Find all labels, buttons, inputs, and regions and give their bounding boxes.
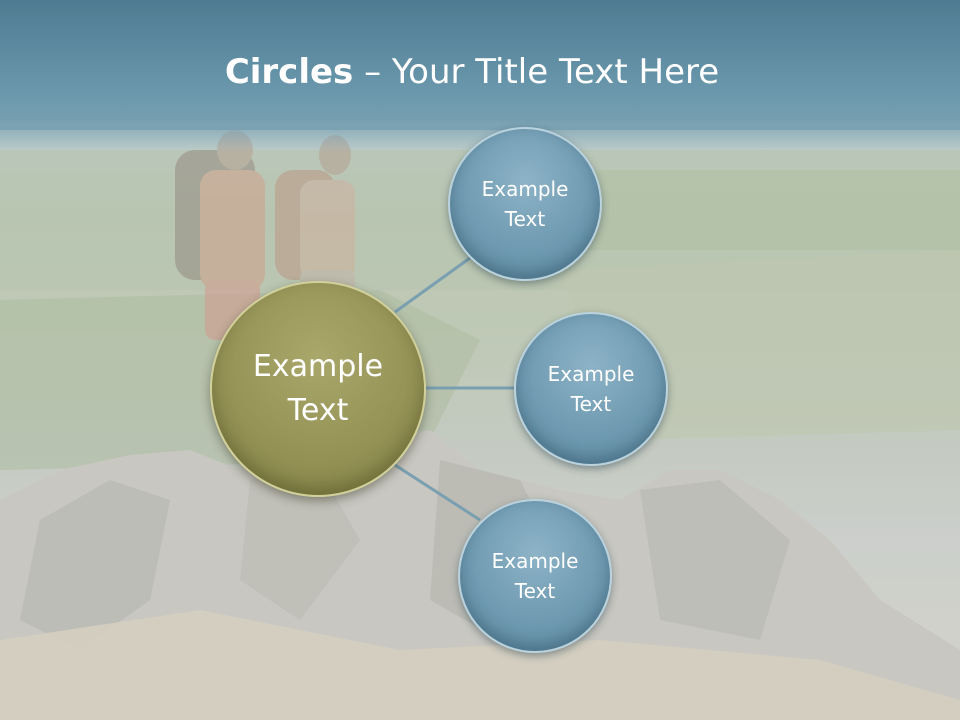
center-circle[interactable]: Example Text — [210, 281, 426, 497]
slide-title-rest: – Your Title Text Here — [353, 52, 720, 92]
satellite-circle-bottom[interactable]: Example Text — [458, 499, 612, 653]
title-bar — [0, 0, 960, 130]
satellite-circle-label: Example Text — [491, 549, 579, 603]
satellite-circle-label: Example Text — [547, 362, 635, 416]
satellite-circle-top[interactable]: Example Text — [448, 127, 602, 281]
connector-bottom — [394, 463, 481, 522]
satellite-circle-middle[interactable]: Example Text — [514, 312, 668, 466]
center-circle-label: Example Text — [252, 349, 384, 428]
satellite-circle-label: Example Text — [481, 177, 569, 231]
slide-title-bold: Circles — [224, 52, 354, 92]
connector-top — [394, 256, 471, 314]
slide-title[interactable]: Circles – Your Title Text Here — [0, 52, 944, 92]
